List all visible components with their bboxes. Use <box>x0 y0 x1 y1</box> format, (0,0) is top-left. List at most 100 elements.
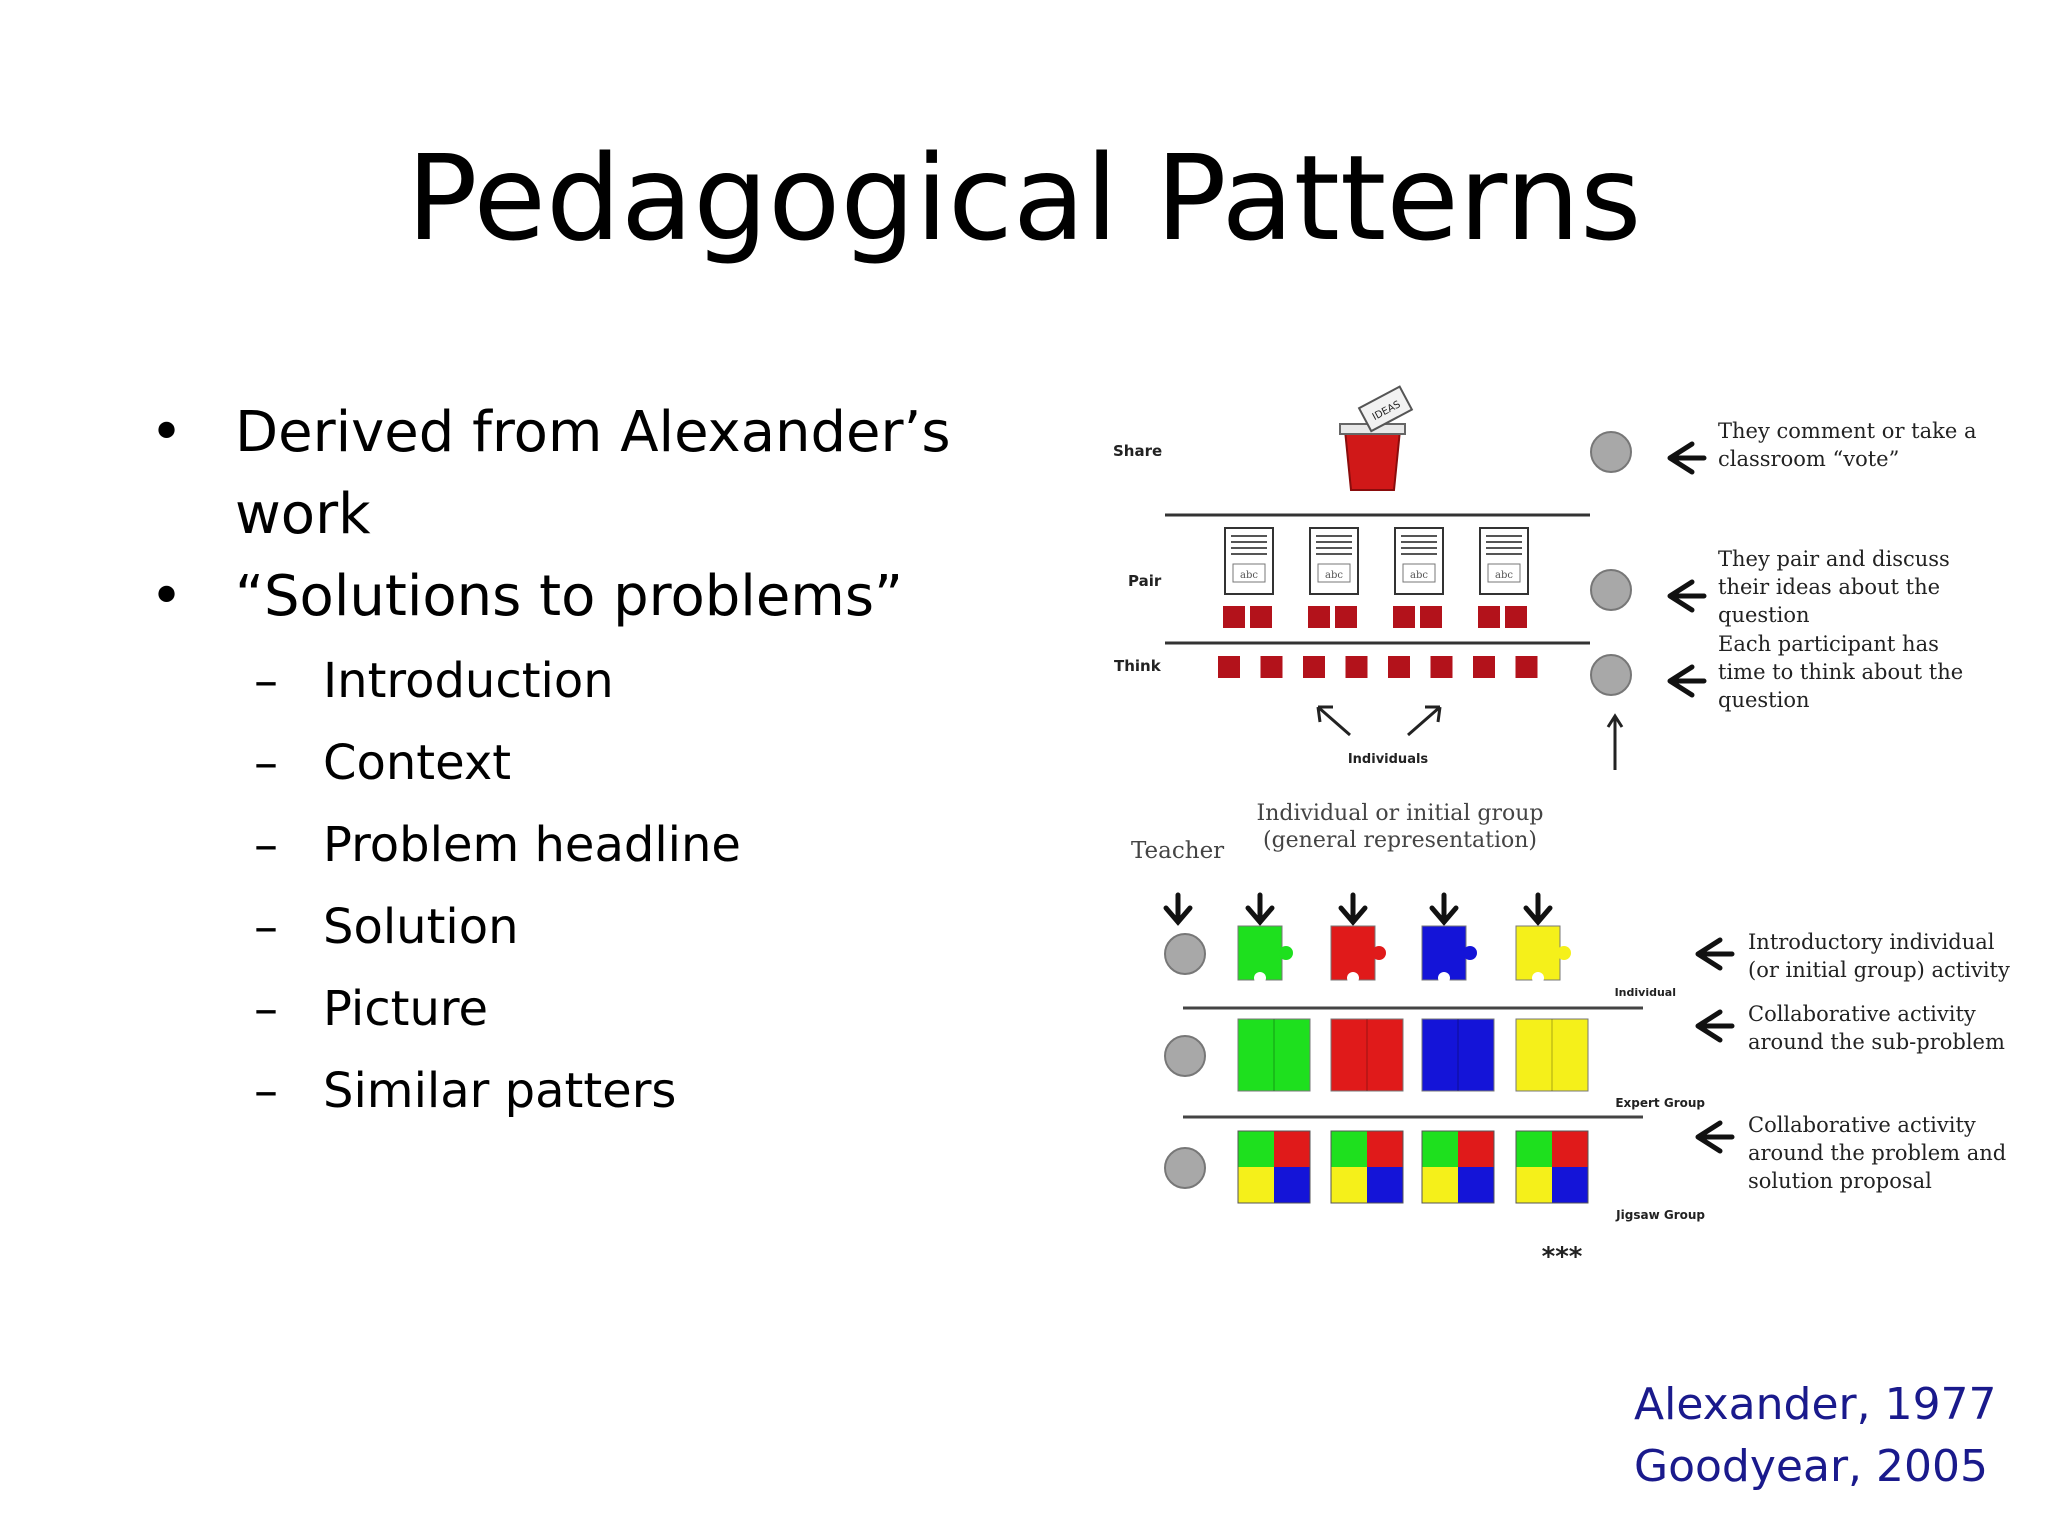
puzzle-tab <box>1372 946 1386 960</box>
jigsaw-quadrant <box>1331 1167 1367 1203</box>
sub-bullet-item: –Picture <box>150 968 1010 1050</box>
puzzle-piece-icon <box>1237 925 1283 981</box>
stage-circle <box>1590 654 1632 696</box>
stage-note-text: question <box>1718 688 1810 712</box>
bullet-text-line: work <box>235 482 371 547</box>
sub-bullet-text: Solution <box>323 899 519 955</box>
pair-block <box>1308 606 1330 628</box>
caption-line: Individual or initial group <box>1257 801 1544 826</box>
sub-bullet-item: –Introduction <box>150 640 1010 722</box>
individual-arrow-icon <box>1316 705 1351 737</box>
puzzle-tab <box>1557 946 1571 960</box>
expert-row-label: Expert Group <box>1615 1096 1705 1110</box>
teacher-label: Teacher <box>1131 838 1224 864</box>
activity-note-text: around the sub-problem <box>1748 1030 2005 1054</box>
activity-note-text: Collaborative activity <box>1748 1002 1976 1026</box>
jigsaw-quadrant <box>1238 1167 1274 1203</box>
teacher-circle <box>1164 933 1206 975</box>
jigsaw-quadrant <box>1552 1131 1588 1167</box>
jigsaw-square <box>1237 1130 1311 1204</box>
think-block <box>1303 656 1325 678</box>
stage-note-text: question <box>1718 603 1810 627</box>
card-label-box <box>1487 563 1521 583</box>
activity-note-text: Collaborative activity <box>1748 1113 1976 1137</box>
puzzle-piece-icon <box>1330 925 1376 981</box>
citation-line: Alexander, 1977 <box>1634 1379 1997 1430</box>
sub-bullet-text: Picture <box>323 981 489 1037</box>
card-text: abc <box>1325 570 1343 581</box>
left-arrow-icon <box>1667 441 1707 475</box>
down-arrow-icon <box>1429 892 1459 926</box>
dash-icon: – <box>254 817 278 873</box>
card-label-box <box>1232 563 1266 583</box>
bullet-text-line: Derived from Alexander’s <box>235 400 951 465</box>
individuals-label: Individuals <box>1348 752 1429 767</box>
jigsaw-quadrant <box>1367 1167 1403 1203</box>
ballot-box-icon <box>1343 429 1402 491</box>
pair-label: Pair <box>1128 572 1162 590</box>
bullet-dot-icon: • <box>150 564 184 629</box>
sub-bullet-list: –Introduction –Context –Problem headline… <box>150 640 1010 1132</box>
expert-square <box>1515 1018 1589 1092</box>
jigsaw-quadrant <box>1331 1131 1367 1167</box>
puzzle-notch <box>1532 972 1544 984</box>
stage-circle <box>1164 1147 1206 1189</box>
sub-bullet-item: –Problem headline <box>150 804 1010 886</box>
puzzle-piece-icon <box>1515 925 1561 981</box>
dash-icon: – <box>254 981 278 1037</box>
sub-bullet-item: –Context <box>150 722 1010 804</box>
puzzle-notch <box>1438 972 1450 984</box>
jigsaw-quadrant <box>1422 1131 1458 1167</box>
jigsaw-quadrant <box>1516 1131 1552 1167</box>
puzzle-notch <box>1254 972 1266 984</box>
bullet-dot-icon: • <box>150 400 184 465</box>
sub-bullet-text: Problem headline <box>323 817 741 873</box>
expert-square <box>1421 1018 1495 1092</box>
stage-note-text: They pair and discuss <box>1718 547 1950 571</box>
left-arrow-icon <box>1695 1009 1735 1043</box>
left-arrow-icon <box>1667 664 1707 698</box>
sub-bullet-item: –Solution <box>150 886 1010 968</box>
card-label-box <box>1402 563 1436 583</box>
sub-bullet-text: Introduction <box>323 653 614 709</box>
idea-card <box>1394 527 1444 595</box>
expert-square <box>1237 1018 1311 1092</box>
idea-card <box>1224 527 1274 595</box>
pair-block <box>1420 606 1442 628</box>
jigsaw-quadrant <box>1458 1167 1494 1203</box>
think-block <box>1388 656 1410 678</box>
card-text: abc <box>1410 570 1428 581</box>
idea-card <box>1309 527 1359 595</box>
citation-line: Goodyear, 2005 <box>1634 1441 1988 1492</box>
bullet-item: • Derived from Alexander’s work <box>150 392 1010 556</box>
think-block <box>1218 656 1240 678</box>
stage-circle <box>1164 1035 1206 1077</box>
dash-icon: – <box>254 735 278 791</box>
think-block <box>1430 656 1453 678</box>
down-arrow-icon <box>1523 892 1553 926</box>
dash-icon: – <box>254 1063 278 1119</box>
card-text: abc <box>1495 570 1513 581</box>
dash-icon: – <box>254 899 278 955</box>
jigsaw-row-label: Jigsaw Group <box>1615 1208 1705 1222</box>
down-arrow-icon <box>1338 892 1368 926</box>
activity-note-text: Introductory individual <box>1748 930 1995 954</box>
citations: Alexander, 1977 Goodyear, 2005 <box>1634 1374 1997 1498</box>
pair-block <box>1478 606 1500 628</box>
jigsaw-quadrant <box>1552 1167 1588 1203</box>
sub-bullet-item: –Similar patters <box>150 1050 1010 1132</box>
pair-block <box>1250 606 1272 628</box>
jigsaw-square <box>1515 1130 1589 1204</box>
pair-block <box>1335 606 1357 628</box>
up-arrow-icon <box>1606 713 1624 770</box>
bullet-item: • “Solutions to problems” <box>150 556 1010 638</box>
left-arrow-icon <box>1667 579 1707 613</box>
stage-note-text: Each participant has <box>1718 632 1939 656</box>
puzzle-piece-icon <box>1421 925 1467 981</box>
slide-title: Pedagogical Patterns <box>406 129 1642 267</box>
jigsaw-quadrant <box>1422 1167 1458 1203</box>
sub-bullet-text: Context <box>323 735 512 791</box>
activity-note-text: (or initial group) activity <box>1748 958 2010 982</box>
jigsaw-square <box>1330 1130 1404 1204</box>
